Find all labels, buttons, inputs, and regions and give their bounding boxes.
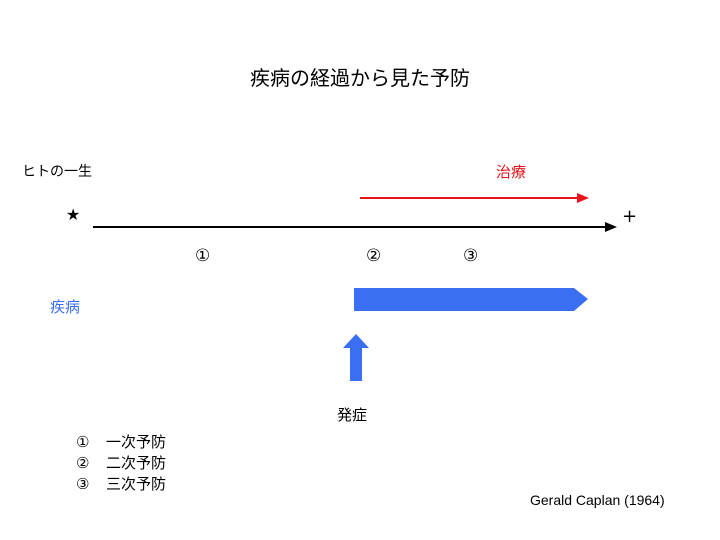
legend-text: 一次予防 [106,433,167,451]
disease-bar [354,288,588,311]
legend-number: ③ [76,475,90,493]
onset-up-arrow-icon [343,334,369,381]
lifetime-axis-arrowhead [605,222,617,232]
birth-star-icon: ★ [66,205,80,224]
stage-marker-3: ③ [463,246,479,266]
legend-text: 三次予防 [106,475,167,493]
stage-marker-1: ① [195,246,211,266]
stage-marker-2: ② [366,246,382,266]
treatment-label: 治療 [496,163,527,181]
legend-item-tertiary: ③ 三次予防 [76,474,166,495]
legend-text: 二次予防 [106,454,167,472]
legend-item-secondary: ② 二次予防 [76,453,166,474]
onset-label: 発症 [337,406,368,424]
lifetime-label: ヒトの一生 [22,164,92,180]
legend-number: ② [76,454,90,472]
legend-number: ① [76,433,90,451]
disease-label: 疾病 [50,298,81,316]
citation: Gerald Caplan (1964) [530,492,665,508]
page-title: 疾病の経過から見た予防 [250,66,470,90]
legend-item-primary: ① 一次予防 [76,432,166,453]
treatment-arrowhead [577,193,589,203]
death-cross-icon: + [622,206,637,227]
prevention-legend: ① 一次予防 ② 二次予防 ③ 三次予防 [76,432,166,495]
